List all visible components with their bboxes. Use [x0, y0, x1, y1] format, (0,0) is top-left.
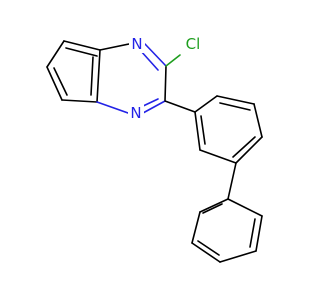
bond: [165, 54, 181, 67]
bond: [46, 40, 65, 68]
bond: [191, 242, 221, 263]
bond: [63, 40, 101, 51]
bond: [191, 211, 201, 244]
bond: [139, 49, 159, 71]
bond: [219, 250, 257, 263]
bond: [235, 136, 263, 164]
bond: [199, 149, 237, 164]
bond: [53, 67, 68, 96]
molecule-structure-diagram: N N Cl: [46, 35, 263, 263]
bond: [61, 99, 98, 103]
bond: [253, 103, 263, 138]
nitrogen-atom-label: N: [130, 104, 141, 122]
bond: [202, 203, 223, 214]
bond: [249, 218, 256, 248]
bond: [199, 198, 229, 213]
bond: [227, 162, 237, 200]
bond: [144, 43, 167, 67]
bond: [200, 115, 206, 145]
bond: [96, 101, 129, 114]
bond: [194, 95, 218, 113]
bond: [194, 111, 201, 151]
bond: [219, 102, 251, 111]
bond: [65, 47, 98, 57]
chlorine-atom-label: Cl: [186, 35, 201, 53]
bond: [99, 43, 130, 51]
bond: [96, 49, 101, 103]
nitrogen-atom-label: N: [131, 35, 142, 53]
bond: [46, 66, 63, 101]
bond: [197, 240, 220, 256]
bond: [216, 95, 255, 105]
bond: [255, 215, 263, 252]
bond: [227, 198, 263, 217]
bond: [164, 100, 196, 113]
bond: [142, 100, 166, 114]
bonds: [46, 40, 263, 263]
bond: [90, 56, 94, 96]
bond: [164, 65, 167, 102]
atom-labels: N N Cl: [128, 35, 205, 122]
bond: [232, 136, 256, 158]
